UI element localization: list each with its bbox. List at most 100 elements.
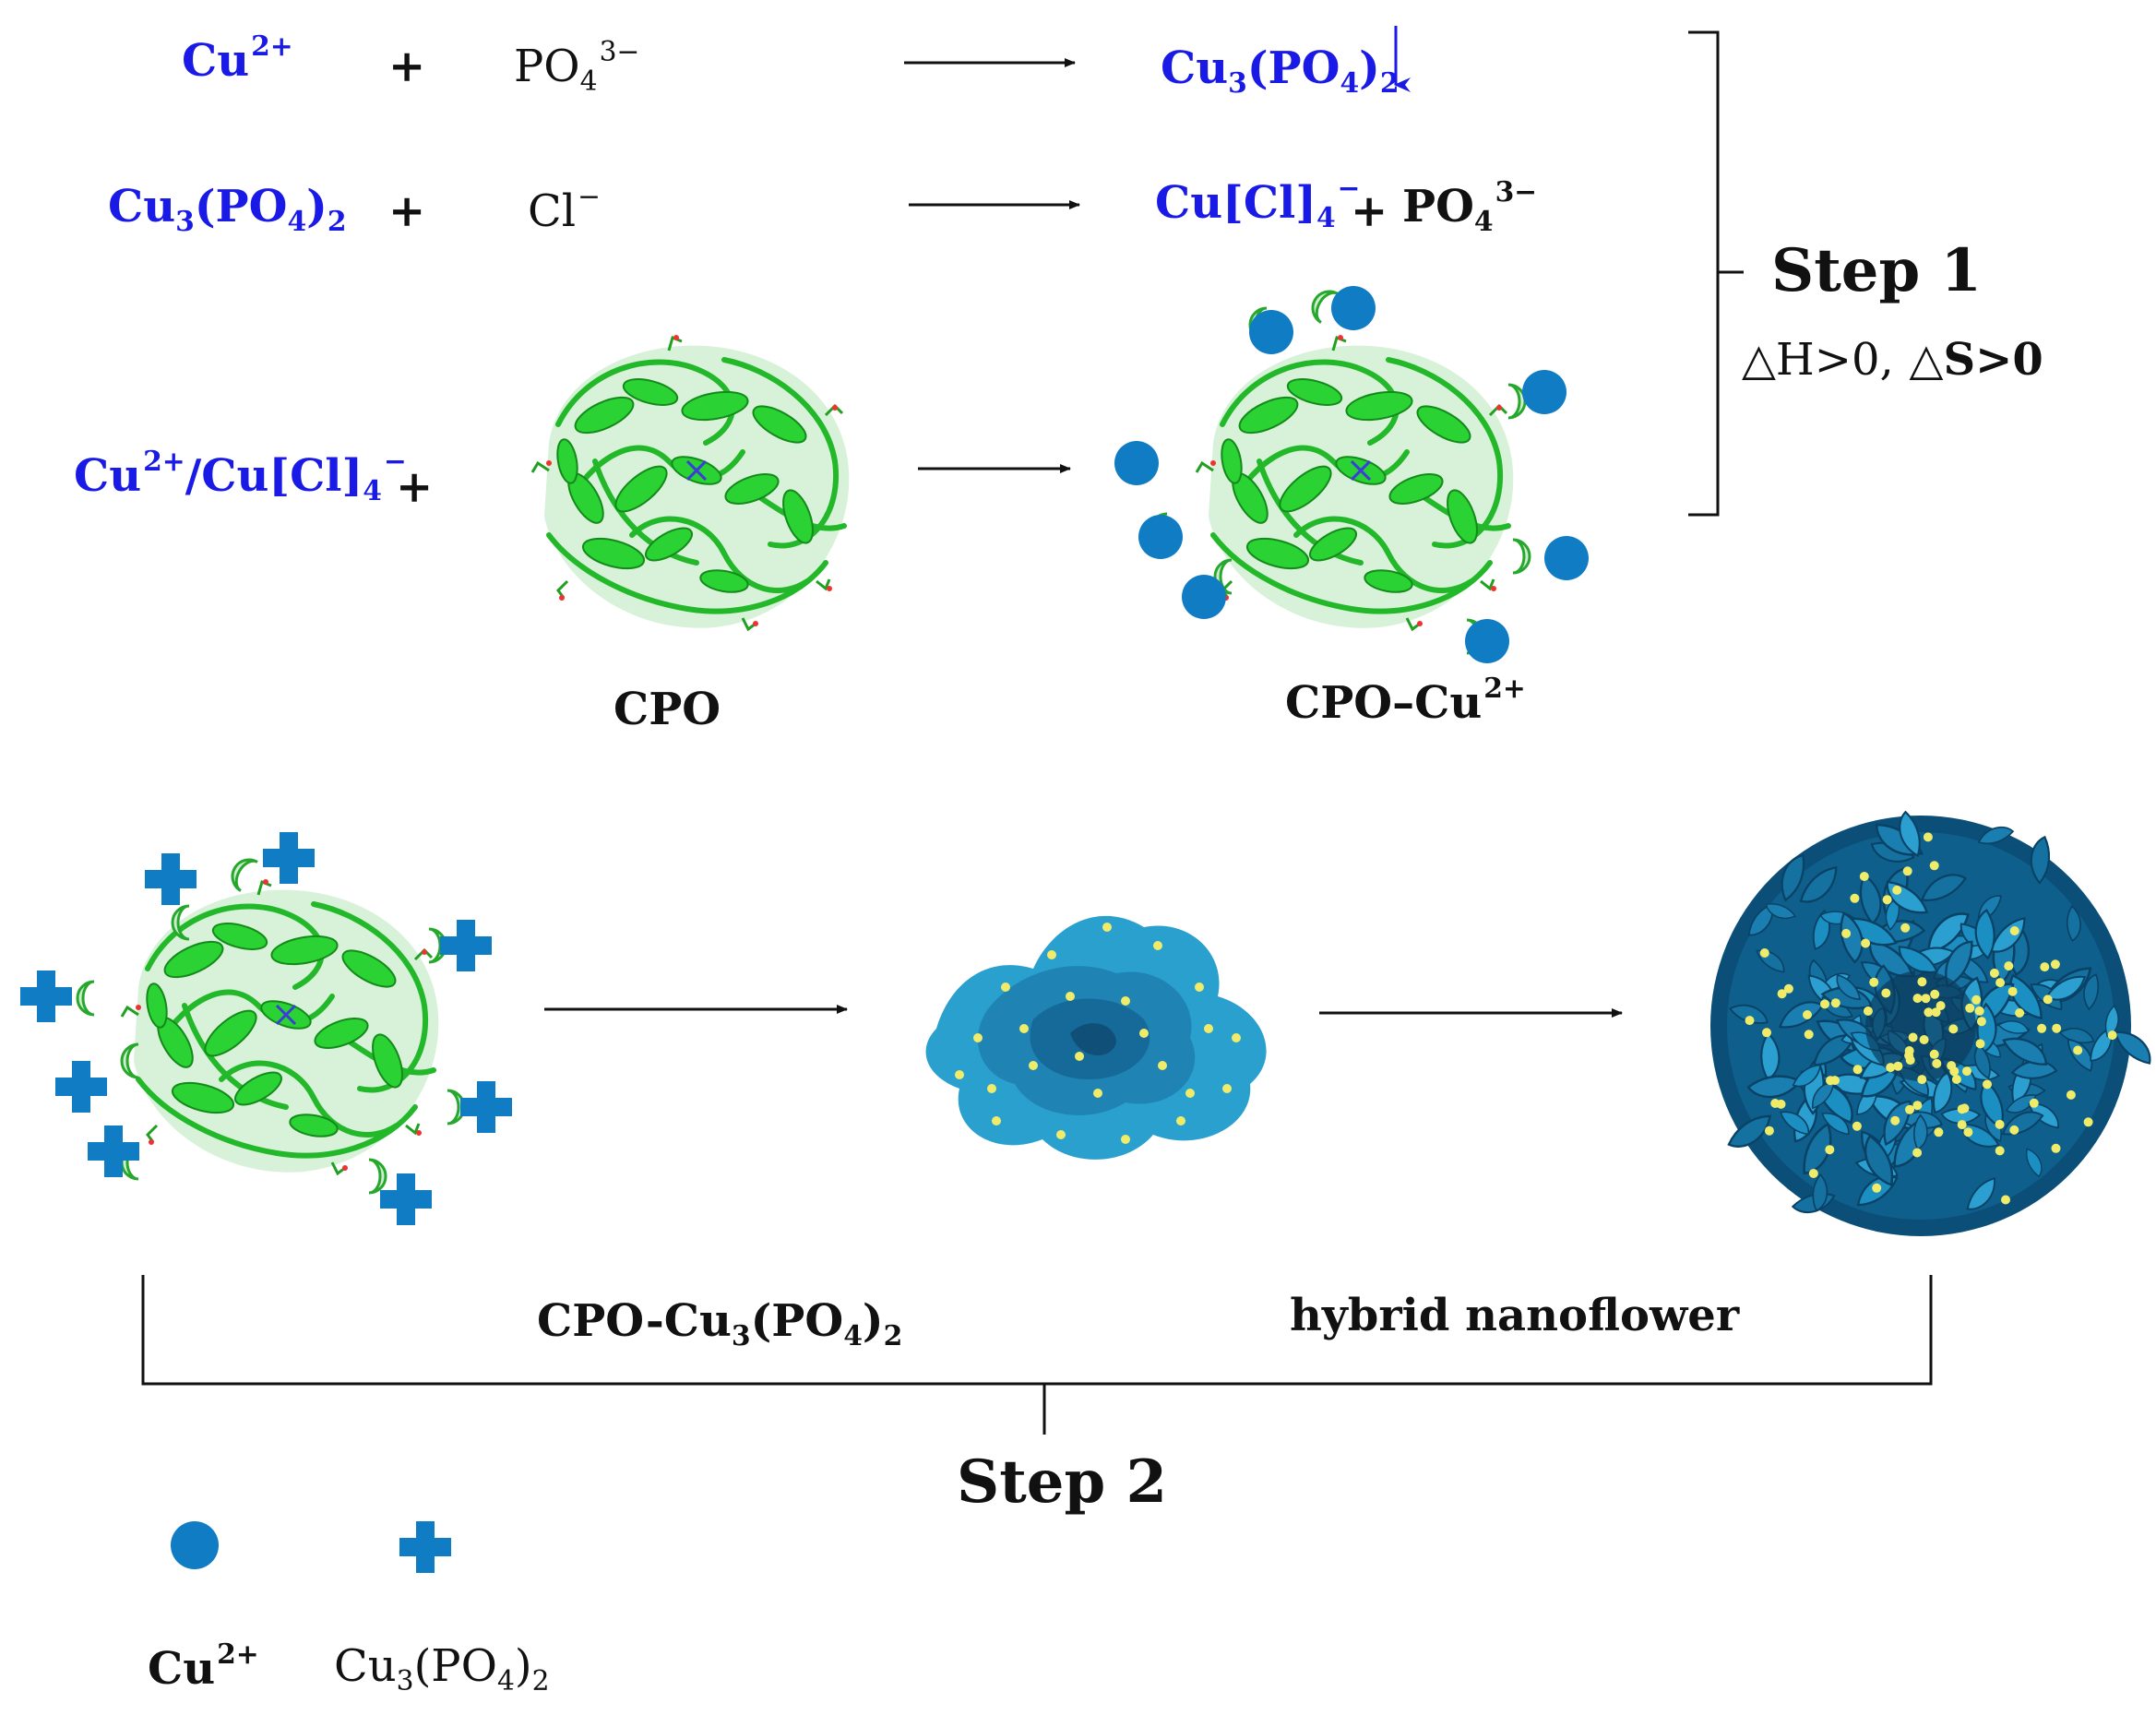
enzyme-dot bbox=[1948, 1024, 1959, 1034]
eq2-reactant-cu3po4: Cu3(PO4)2 bbox=[108, 181, 347, 239]
eq1-reactant-po4: PO43− bbox=[514, 35, 640, 99]
legend-cu-label: Cu2+ bbox=[148, 1638, 259, 1695]
enzyme-dot bbox=[1852, 1065, 1863, 1075]
enzyme-dot bbox=[1908, 1032, 1918, 1042]
enzyme-dot bbox=[1882, 895, 1892, 905]
nanoflower-petal bbox=[1974, 909, 1995, 960]
eq1-reactant-cu: Cu2+ bbox=[182, 30, 293, 87]
nanoflower-petal bbox=[2026, 1148, 2043, 1178]
legend-cu3po4-label: Cu3(PO4)2 bbox=[334, 1640, 550, 1698]
enzyme-dot bbox=[1965, 1003, 1975, 1013]
enzyme-dot bbox=[1949, 1066, 1959, 1077]
enzyme-dot bbox=[1962, 1066, 1971, 1077]
enzyme-dot bbox=[1770, 1099, 1781, 1108]
cu3po4-cross-icon bbox=[380, 1173, 432, 1225]
enzyme-dot bbox=[1745, 1016, 1755, 1026]
small-flower-icon bbox=[925, 915, 1267, 1160]
nanoflower-petal bbox=[2009, 973, 2043, 1020]
cu3po4-cross-icon bbox=[88, 1125, 139, 1177]
enzyme-dot bbox=[1995, 978, 2006, 988]
enzyme-dot bbox=[2107, 1030, 2117, 1041]
nanoflower-petal bbox=[1899, 810, 1921, 858]
nanoflower-petal bbox=[1966, 1177, 1995, 1210]
enzyme-dot bbox=[1850, 893, 1860, 903]
nanoflower-petal bbox=[1812, 1173, 1828, 1212]
enzyme-dot bbox=[1975, 1039, 1985, 1049]
enzyme-dot bbox=[1892, 885, 1902, 895]
cu-ion-icon bbox=[1544, 536, 1589, 580]
enzyme-dot bbox=[2073, 1045, 2083, 1055]
cpo-label: CPO bbox=[613, 684, 721, 735]
enzyme-dot bbox=[1995, 1119, 2005, 1129]
cu-ion-icon bbox=[1465, 619, 1509, 663]
enzyme-dot bbox=[1912, 994, 1923, 1004]
step2-bracket bbox=[141, 1275, 1933, 1386]
enzyme-dot bbox=[1924, 1007, 1934, 1018]
enzyme-dot bbox=[1904, 1046, 1914, 1055]
enzyme-dot bbox=[2043, 994, 2053, 1005]
nanoflower-petal bbox=[1836, 973, 1862, 1001]
enzyme-dot bbox=[1989, 968, 1999, 978]
cu-ion-icon bbox=[1331, 286, 1376, 330]
eq1-product-cu3po4: Cu3(PO4)2 bbox=[1161, 42, 1400, 101]
eq3-plus: + bbox=[396, 461, 434, 513]
enzyme-dot bbox=[2051, 1143, 2061, 1153]
enzyme-dot bbox=[1983, 1079, 1992, 1090]
nanoflower-petal bbox=[1765, 903, 1797, 920]
cu3po4-cross-icon bbox=[55, 1061, 107, 1113]
legend-cu-ion-icon bbox=[171, 1521, 219, 1569]
thermo-conditions: △H>0, △S>0 bbox=[1742, 334, 2043, 386]
enzyme-dot bbox=[1951, 1075, 1961, 1084]
nanoflower-petal bbox=[2010, 1060, 2058, 1079]
enzyme-dot bbox=[2001, 1195, 2010, 1205]
enzyme-dot bbox=[1863, 1006, 1873, 1016]
enzyme-dot bbox=[1902, 866, 1912, 876]
nanoflower-petal bbox=[1840, 911, 1864, 964]
enzyme-dot bbox=[1929, 861, 1939, 871]
nanoflower-petal bbox=[2067, 1038, 2093, 1072]
cu3po4-cross-icon bbox=[460, 1081, 512, 1133]
nanoflower-petal bbox=[2083, 973, 2100, 1011]
hybrid-nanoflower-label: hybrid nanoflower bbox=[1290, 1290, 1740, 1341]
nanoflower-petal bbox=[1792, 1064, 1822, 1088]
enzyme-dot bbox=[1931, 1007, 1941, 1018]
enzyme-dot bbox=[1917, 1075, 1927, 1085]
eq1-plus: + bbox=[388, 41, 426, 92]
enzyme-dot bbox=[1930, 989, 1940, 999]
enzyme-dot bbox=[2050, 959, 2060, 970]
nanoflower-petal bbox=[1779, 1111, 1810, 1136]
enzyme-dot bbox=[1929, 1049, 1939, 1059]
enzyme-dot bbox=[1912, 1101, 1923, 1111]
enzyme-dot bbox=[1859, 872, 1869, 881]
cpo-cu3po4-label: CPO-Cu3(PO4)2 bbox=[537, 1295, 903, 1353]
nanoflower-petal bbox=[1799, 865, 1838, 903]
enzyme-dot bbox=[1861, 938, 1871, 948]
enzyme-dot bbox=[1803, 1010, 1812, 1019]
eq2-reactant-cl: Cl− bbox=[528, 180, 602, 237]
enzyme-dot bbox=[1825, 1145, 1835, 1155]
enzyme-dot bbox=[1917, 977, 1927, 987]
cpo-protein-icon bbox=[532, 335, 849, 629]
enzyme-dot bbox=[1900, 923, 1911, 933]
step1-bracket bbox=[1688, 30, 1720, 517]
nanoflower-petal bbox=[1997, 1020, 2030, 1034]
nanoflower-petal bbox=[2090, 1027, 2113, 1062]
enzyme-dot bbox=[1957, 1120, 1967, 1130]
cu-ion-icon bbox=[1138, 515, 1183, 559]
enzyme-dot bbox=[1808, 1169, 1818, 1178]
cu-ion-icon bbox=[1249, 310, 1293, 354]
enzyme-dot bbox=[1881, 988, 1891, 998]
enzyme-dot bbox=[1919, 1035, 1929, 1044]
nanoflower-petal bbox=[1746, 1075, 1803, 1099]
enzyme-dot bbox=[1905, 1055, 1915, 1066]
enzyme-dot bbox=[1804, 1030, 1814, 1040]
enzyme-dot bbox=[1820, 999, 1829, 1009]
enzyme-dot bbox=[1869, 977, 1879, 987]
enzyme-dot bbox=[1976, 1017, 1986, 1027]
nanoflower-petal bbox=[1728, 1004, 1769, 1024]
enzyme-dot bbox=[1830, 1076, 1840, 1086]
enzyme-dot bbox=[1762, 1028, 1771, 1038]
nanoflower-petal bbox=[1747, 903, 1774, 936]
enzyme-dot bbox=[1995, 1146, 2005, 1156]
